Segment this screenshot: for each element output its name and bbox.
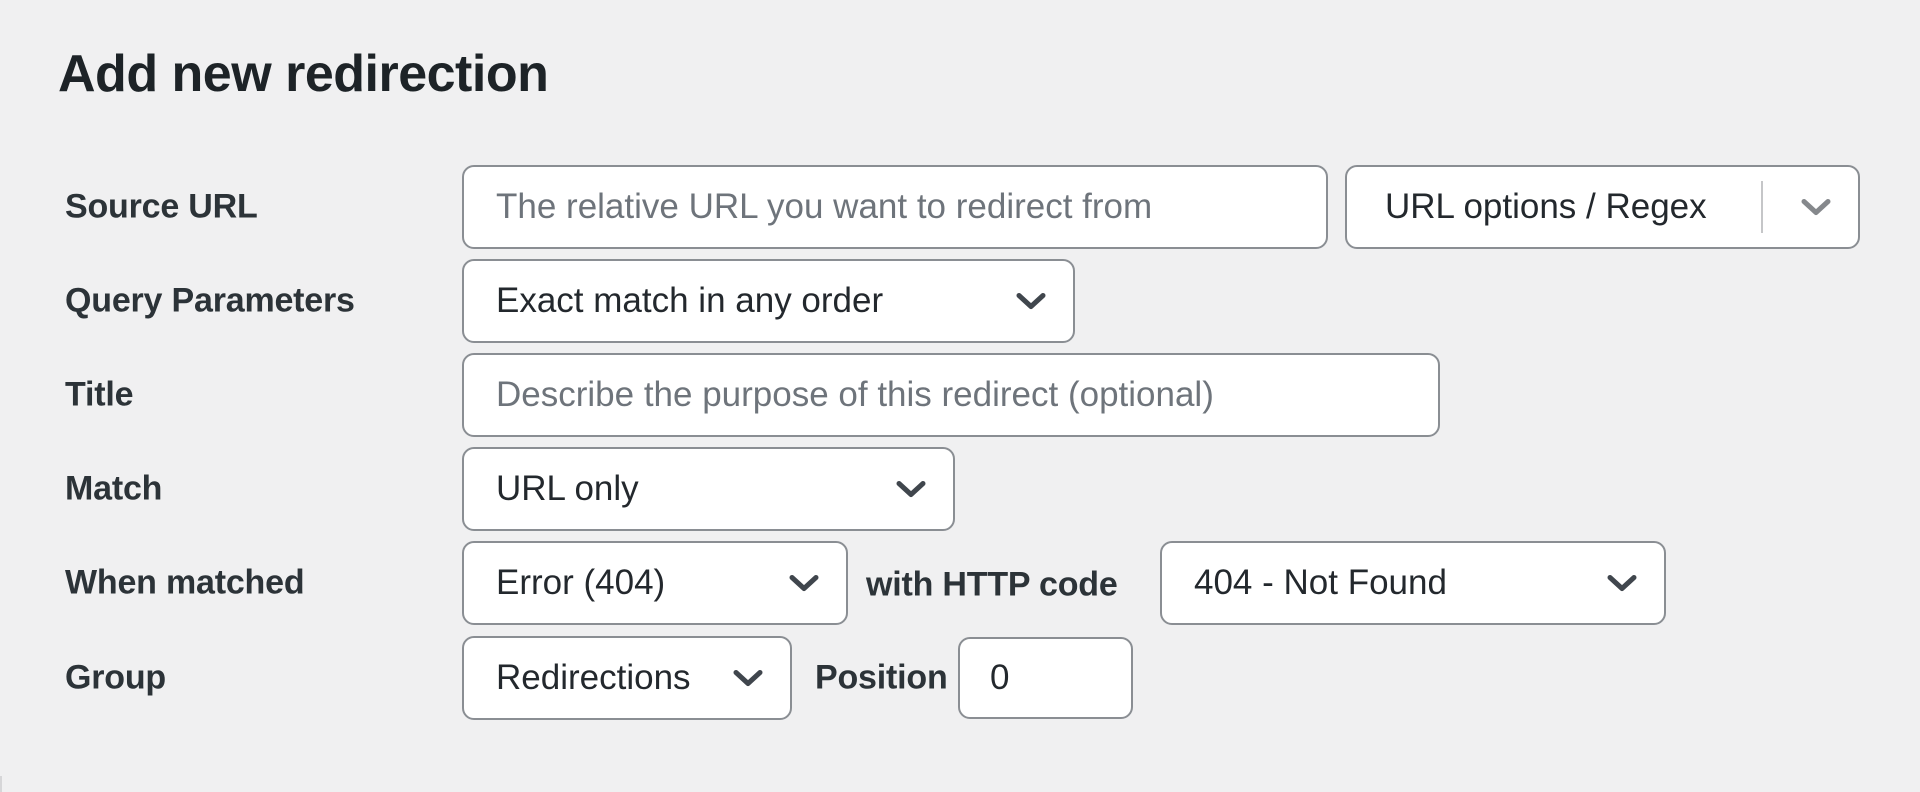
title-label: Title <box>65 375 134 414</box>
chevron-down-icon <box>789 575 819 591</box>
http-code-label: with HTTP code <box>866 565 1118 604</box>
chevron-down-icon <box>1801 199 1831 215</box>
action-selected-value: Error (404) <box>496 563 666 602</box>
position-input[interactable] <box>958 637 1133 719</box>
match-selected-value: URL only <box>496 469 639 508</box>
chevron-down-icon <box>1016 293 1046 309</box>
chevron-down-icon <box>1607 575 1637 591</box>
group-select[interactable]: Redirections <box>462 636 792 720</box>
match-select[interactable]: URL only <box>462 447 955 531</box>
action-select[interactable]: Error (404) <box>462 541 848 625</box>
http-code-selected-value: 404 - Not Found <box>1194 563 1447 602</box>
query-parameters-label: Query Parameters <box>65 281 355 320</box>
button-divider <box>1761 180 1763 234</box>
url-options-button[interactable]: URL options / Regex <box>1345 165 1860 249</box>
source-url-label: Source URL <box>65 187 258 226</box>
query-parameters-select[interactable]: Exact match in any order <box>462 259 1075 343</box>
page-title: Add new redirection <box>58 45 549 103</box>
url-options-button-label: URL options / Regex <box>1385 187 1707 226</box>
chevron-down-icon <box>733 670 763 686</box>
position-label: Position <box>815 658 948 697</box>
when-matched-label: When matched <box>65 563 305 602</box>
source-url-input[interactable] <box>462 165 1328 249</box>
match-label: Match <box>65 469 163 508</box>
group-selected-value: Redirections <box>496 658 691 697</box>
group-label: Group <box>65 658 166 697</box>
title-input[interactable] <box>462 353 1440 437</box>
http-code-select[interactable]: 404 - Not Found <box>1160 541 1666 625</box>
query-parameters-selected-value: Exact match in any order <box>496 281 884 320</box>
page-edge-line <box>0 776 2 792</box>
chevron-down-icon <box>896 481 926 497</box>
